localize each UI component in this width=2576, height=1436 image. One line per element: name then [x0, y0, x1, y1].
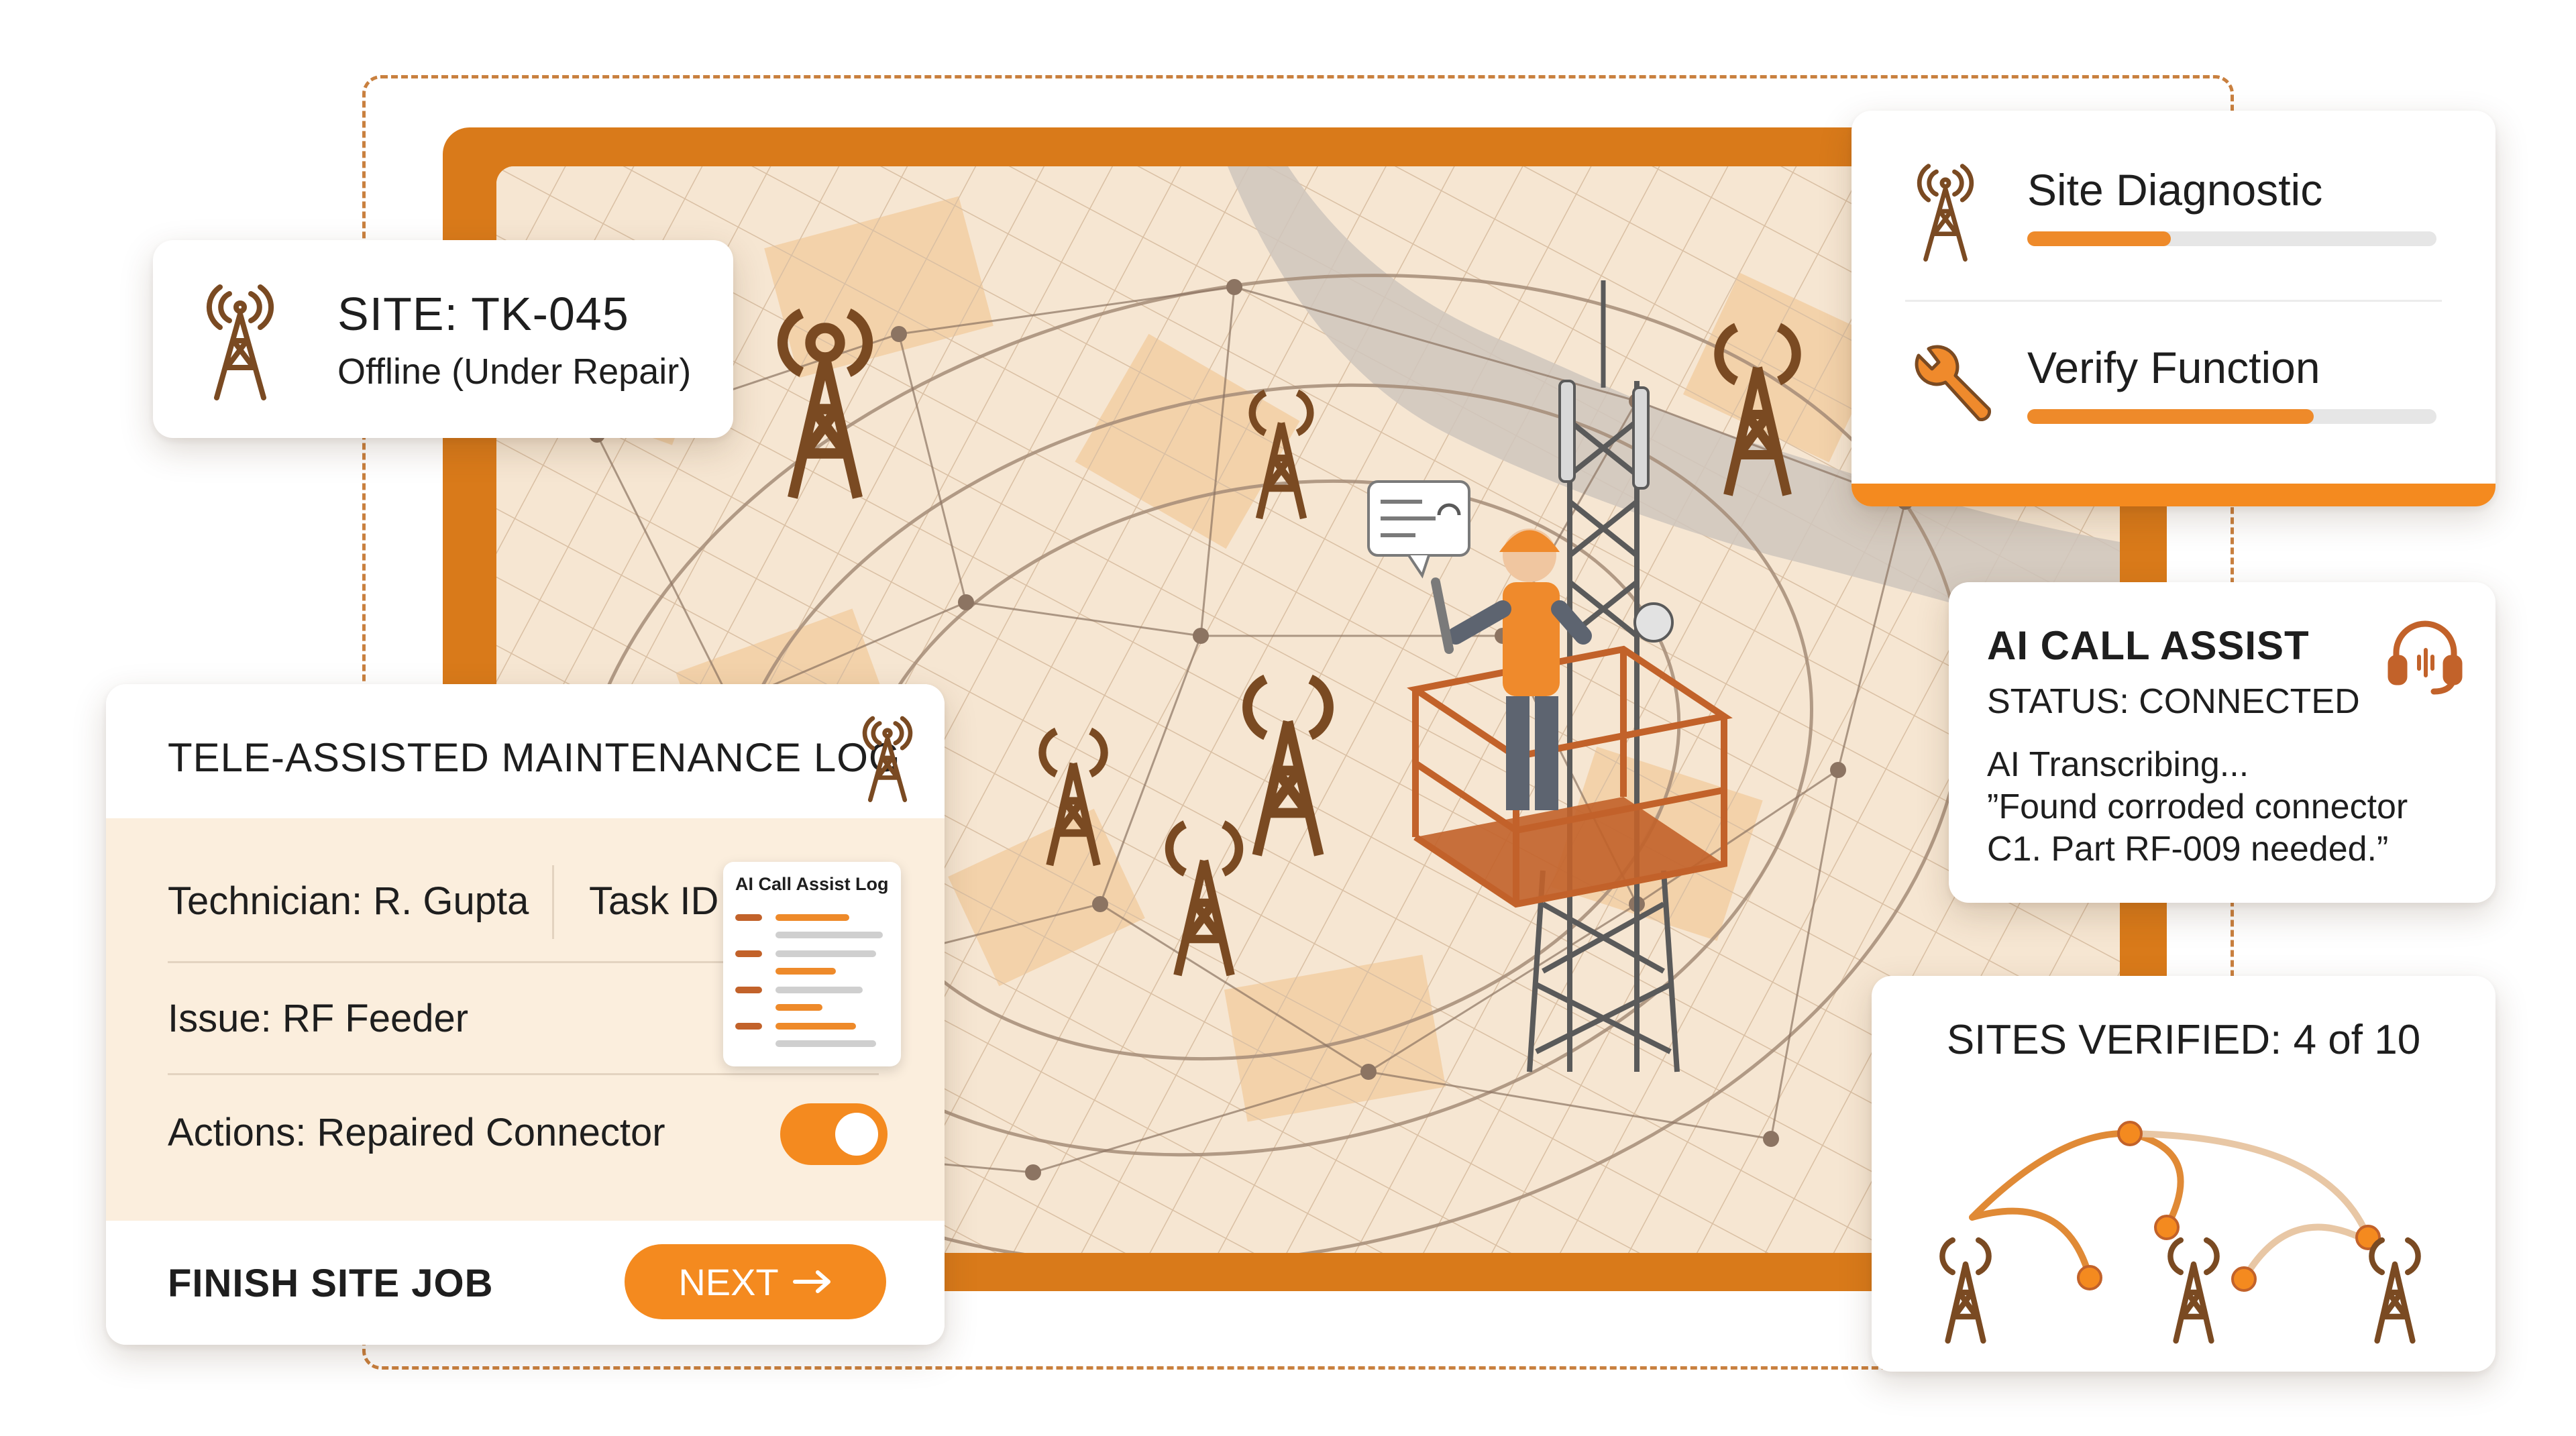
task-id-field: Task ID	[589, 879, 719, 923]
divider	[1905, 300, 2442, 302]
mini-log-lines	[735, 909, 890, 1056]
ai-call-assist-log-panel[interactable]: AI Call Assist Log	[723, 862, 901, 1066]
headset-icon	[2381, 612, 2469, 703]
sites-verified-card[interactable]: SITES VERIFIED: 4 of 10	[1872, 976, 2496, 1372]
transcribing-text: AI Transcribing...	[1987, 745, 2249, 784]
technician-on-tower	[1367, 280, 1733, 1072]
diagnostics-card[interactable]: Site Diagnostic Verify Function	[1851, 111, 2496, 506]
verified-node	[2117, 1121, 2143, 1146]
cell-tower-icon	[200, 277, 280, 404]
toggle-knob	[835, 1113, 878, 1156]
verify-function-progress-fill	[2027, 409, 2314, 424]
site-diagnostic-progress-fill	[2027, 231, 2171, 246]
verified-node	[2154, 1215, 2180, 1240]
diagnostic-item-label: Site Diagnostic	[2027, 165, 2323, 215]
transcript-quote-line1: ”Found corroded connector	[1987, 787, 2408, 826]
site-diagnostic-progress	[2027, 231, 2436, 246]
wrench-icon	[1905, 339, 1992, 436]
site-id-label: SITE: TK-045	[337, 288, 629, 340]
verify-item-label: Verify Function	[2027, 343, 2320, 392]
next-button-label: NEXT	[678, 1260, 779, 1303]
finish-site-job-label: FINISH SITE JOB	[168, 1262, 494, 1305]
site-status-text: Offline (Under Repair)	[337, 351, 692, 392]
mini-panel-title: AI Call Assist Log	[735, 874, 889, 894]
call-status-text: STATUS: CONNECTED	[1987, 682, 2360, 721]
maintenance-log-card[interactable]: TELE-ASSISTED MAINTENANCE LOG Technician…	[106, 684, 945, 1345]
transcript-quote-line2: C1. Part RF-009 needed.”	[1987, 830, 2389, 869]
cell-tower-icon	[2369, 1237, 2421, 1344]
cell-tower-icon	[1905, 158, 1986, 265]
sites-verified-network	[1939, 1121, 2421, 1344]
arrow-right-icon	[792, 1260, 833, 1304]
verified-node	[2077, 1265, 2102, 1290]
verified-node	[2231, 1266, 2257, 1292]
map-tower-markers	[777, 309, 1801, 977]
actions-toggle[interactable]	[780, 1103, 888, 1165]
issue-field: Issue: RF Feeder	[168, 997, 469, 1040]
sites-verified-label: SITES VERIFIED: 4 of 10	[1946, 1017, 2421, 1063]
cell-tower-icon	[2167, 1237, 2220, 1344]
row-divider	[168, 1073, 879, 1075]
verify-function-progress	[2027, 409, 2436, 424]
cell-tower-icon	[854, 711, 921, 808]
field-divider	[552, 865, 554, 939]
log-header	[106, 684, 945, 818]
call-assist-title: AI CALL ASSIST	[1987, 623, 2310, 668]
log-title: TELE-ASSISTED MAINTENANCE LOG	[168, 735, 901, 780]
map-river	[1228, 166, 2120, 649]
actions-field: Actions: Repaired Connector	[168, 1111, 665, 1154]
row-divider	[168, 961, 738, 963]
next-button[interactable]: NEXT	[625, 1244, 886, 1319]
site-status-card[interactable]: SITE: TK-045 Offline (Under Repair)	[153, 240, 733, 438]
ai-call-assist-card[interactable]: AI CALL ASSIST STATUS: CONNECTED AI Tran…	[1949, 582, 2496, 903]
card-accent-bar	[1851, 484, 2496, 506]
technician-field: Technician: R. Gupta	[168, 879, 529, 923]
cell-tower-icon	[1939, 1237, 1992, 1344]
